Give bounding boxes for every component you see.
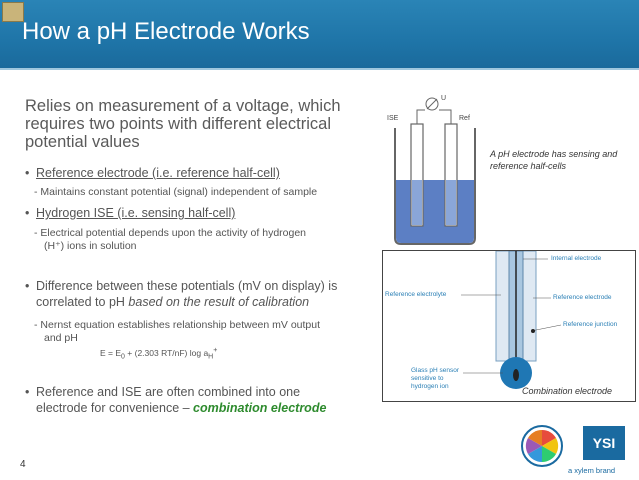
label-reference-electrolyte: Reference electrolyte (385, 291, 447, 298)
label-reference-junction: Reference junction (563, 321, 618, 328)
label-reference-electrode: Reference electrode (553, 294, 612, 301)
label-internal-electrode: Internal electrode (551, 255, 602, 262)
label-glass-sensor: Glass pH sensor sensitive to hydrogen io… (411, 367, 460, 390)
combination-electrode-figure: Internal electrode Reference electrolyte… (382, 250, 636, 402)
page-number: 4 (20, 459, 26, 470)
bullet-dot-icon: • (25, 206, 30, 220)
corner-logo (2, 2, 24, 22)
bullet-reference: •Reference electrode (i.e. reference hal… (25, 166, 280, 180)
u-label: U (441, 95, 446, 102)
bullet-combination: •Reference and ISE are often combined in… (25, 385, 327, 415)
sub-bullet-ise: - Electrical potential depends upon the … (34, 227, 307, 252)
slide-title: How a pH Electrode Works (22, 18, 310, 45)
brand-text: a xylem brand (568, 466, 616, 475)
ref-label: Ref (459, 115, 470, 122)
sub-bullet-nernst: - Nernst equation establishes relationsh… (34, 319, 321, 344)
ysi-logo: YSI (583, 426, 625, 460)
sub-bullet-reference: - Maintains constant potential (signal) … (34, 186, 318, 198)
nernst-equation: E = E0 + (2.303 RT/nF) log aH+ (100, 346, 218, 361)
beaker-diagram: U ISE Ref (387, 95, 476, 245)
combination-caption: Combination electrode (522, 386, 613, 396)
intro-text: Relies on measurement of a voltage, whic… (25, 97, 341, 151)
electrode-drawing (461, 251, 562, 389)
bullet-dot-icon: • (25, 166, 30, 180)
header-divider (0, 68, 639, 70)
seal-logo-icon (521, 425, 563, 467)
bullet-difference: •Difference between these potentials (mV… (25, 279, 338, 309)
title-bar (0, 0, 639, 68)
beaker-caption: A pH electrode has sensing and reference… (490, 149, 618, 171)
ise-label: ISE (387, 115, 399, 122)
bullet-ise: •Hydrogen ISE (i.e. sensing half-cell) (25, 206, 236, 220)
